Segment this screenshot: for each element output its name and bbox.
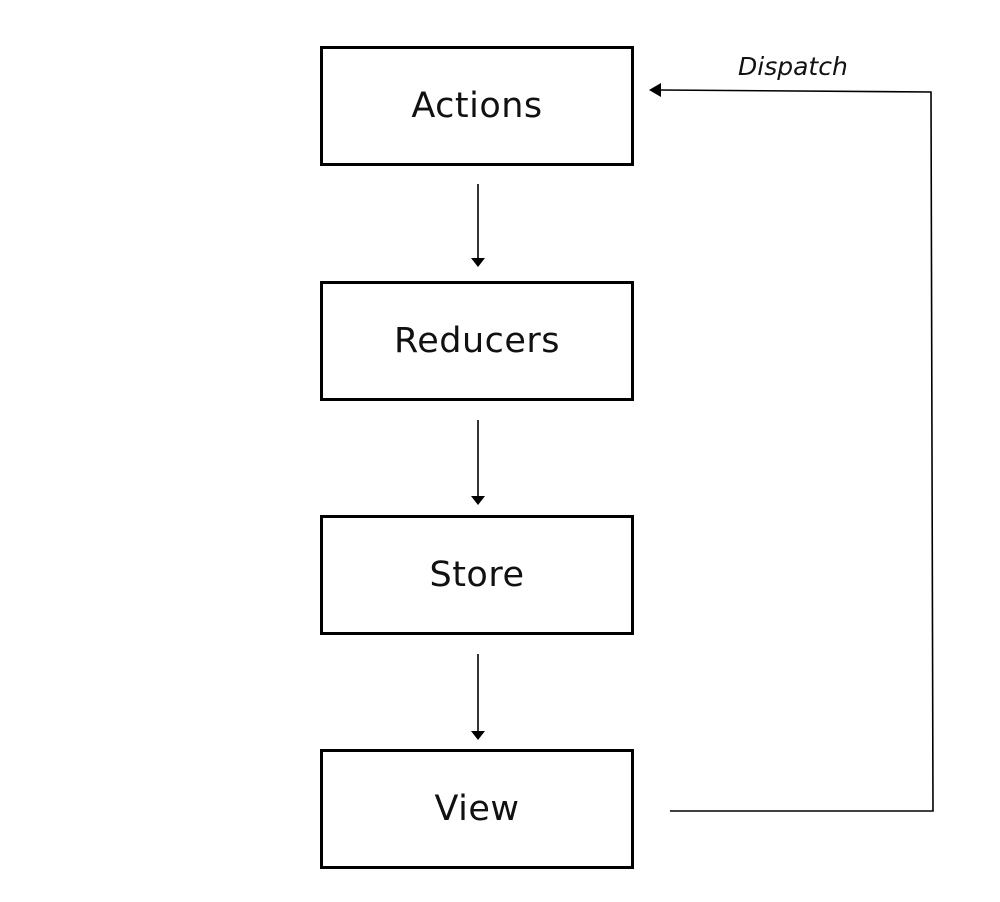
arrow-actions-to-reducers: [471, 184, 485, 267]
arrow-view-to-actions: [649, 83, 934, 812]
node-reducers: Reducers: [320, 281, 634, 401]
node-view: View: [320, 749, 634, 869]
node-store: Store: [320, 515, 634, 635]
node-view-label: View: [434, 789, 520, 829]
node-reducers-label: Reducers: [393, 321, 561, 361]
edge-label-dispatch: Dispatch: [738, 52, 848, 81]
arrow-reducers-to-store: [471, 420, 485, 505]
node-actions-label: Actions: [411, 86, 543, 126]
arrow-store-to-view: [471, 654, 485, 740]
node-store-label: Store: [429, 555, 525, 595]
node-actions: Actions: [320, 46, 634, 166]
